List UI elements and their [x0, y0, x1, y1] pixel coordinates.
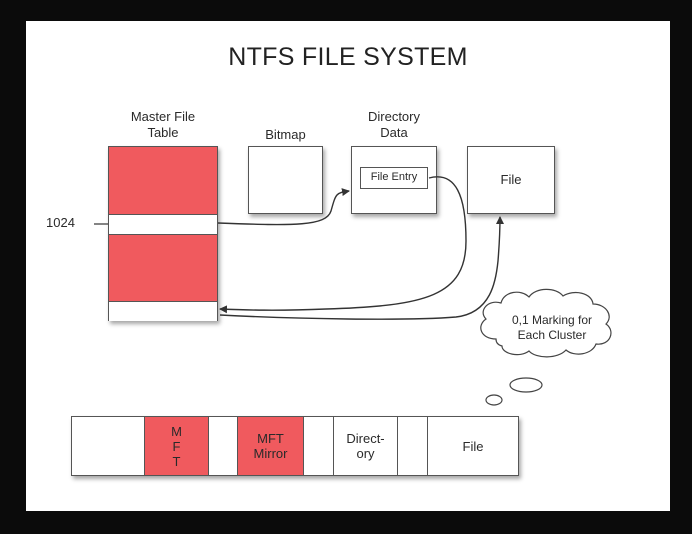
disk-segment-label: ory — [356, 446, 375, 461]
arrow-mft-to-file — [219, 216, 504, 320]
thought-bubble-dot-small — [485, 394, 503, 406]
mft-record-file — [109, 301, 217, 321]
file-box: File — [467, 146, 555, 214]
disk-segment-label: Direct- — [346, 431, 385, 446]
directory-data-label-line1: Directory — [367, 109, 420, 124]
file-entry-label: File Entry — [370, 171, 418, 183]
disk-segment-label: F — [172, 438, 181, 454]
master-file-table — [108, 146, 218, 321]
file-entry-box — [360, 167, 428, 189]
connector-layer — [94, 176, 612, 406]
disk-segment-blank — [72, 417, 145, 475]
directory-data-box: File Entry — [351, 146, 437, 214]
thought-bubble-line2: Each Cluster — [517, 328, 587, 342]
mft-label-line1: Master File — [130, 109, 196, 124]
disk-segment-label: File — [462, 438, 484, 454]
mft-record-1024 — [109, 214, 217, 235]
bitmap-box — [248, 146, 323, 214]
directory-data-label-line2: Data — [380, 125, 408, 140]
bitmap-label: Bitmap — [265, 127, 306, 142]
disk-segment-blank — [209, 417, 238, 475]
disk-segment-file: File — [428, 417, 518, 475]
file-label: File — [500, 172, 522, 187]
disk-segment-label: Mirror — [253, 446, 288, 461]
disk-segment-label: M — [171, 423, 182, 439]
thought-bubble-line1: 0,1 Marking for — [511, 313, 593, 327]
diagram-panel: NTFS FILE SYSTEM Master File Table 1024 … — [26, 21, 670, 511]
thought-bubble-dot-large — [509, 377, 543, 393]
arrow-file-entry-to-mft — [219, 176, 467, 314]
disk-segment-label: MFT — [257, 431, 284, 446]
page-title: NTFS FILE SYSTEM — [228, 43, 468, 71]
disk-segment-blank — [398, 417, 428, 475]
mft-label-line2: Table — [147, 125, 179, 140]
row-1024-label: 1024 — [46, 215, 75, 230]
disk-segment-label: T — [172, 453, 181, 469]
thought-bubble — [480, 288, 612, 406]
thought-bubble-cloud — [480, 288, 612, 358]
disk-segment-blank — [304, 417, 334, 475]
arrow-mft-to-directory — [217, 188, 350, 226]
disk-segment-directory: Direct-ory — [334, 417, 398, 475]
